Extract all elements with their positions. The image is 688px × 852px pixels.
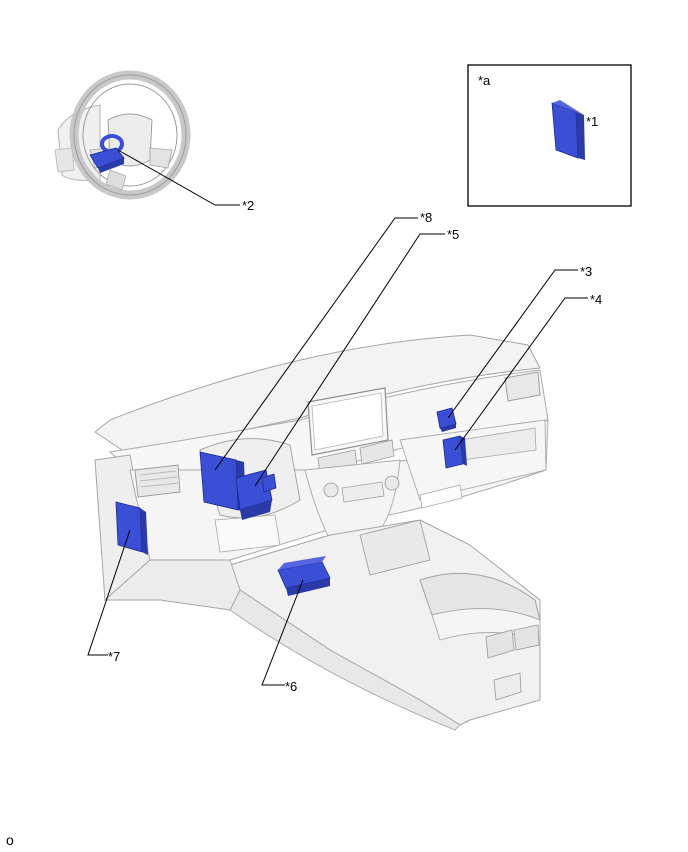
component-7-module: [115, 501, 148, 555]
dashboard-drawing: [94, 334, 549, 731]
leader-7: [87, 529, 131, 656]
callout-label-2: *2: [242, 198, 254, 213]
callout-label-7: *7: [108, 649, 120, 664]
component-1-module: [551, 100, 585, 160]
component-4-module: [442, 435, 467, 469]
leader-2: [117, 149, 240, 206]
leader-4: [454, 297, 588, 451]
callout-label-3: *3: [580, 264, 592, 279]
leader-5: [254, 233, 445, 487]
callout-label-4: *4: [590, 292, 602, 307]
callout-label-6: *6: [285, 679, 297, 694]
callout-label-a: *a: [478, 73, 491, 88]
leader-3: [447, 269, 578, 419]
callout-label-1: *1: [586, 114, 598, 129]
callout-label-8: *8: [420, 210, 432, 225]
component-2-module: [89, 134, 125, 173]
steering-wheel-drawing: [54, 70, 191, 200]
inset-box: *a *1: [467, 64, 632, 207]
callout-label-5: *5: [447, 227, 459, 242]
leader-6: [261, 579, 304, 686]
leader-8: [214, 217, 418, 471]
figure-code: o: [6, 832, 14, 848]
component-5-module: [235, 469, 277, 520]
component-6-module: [277, 556, 331, 596]
